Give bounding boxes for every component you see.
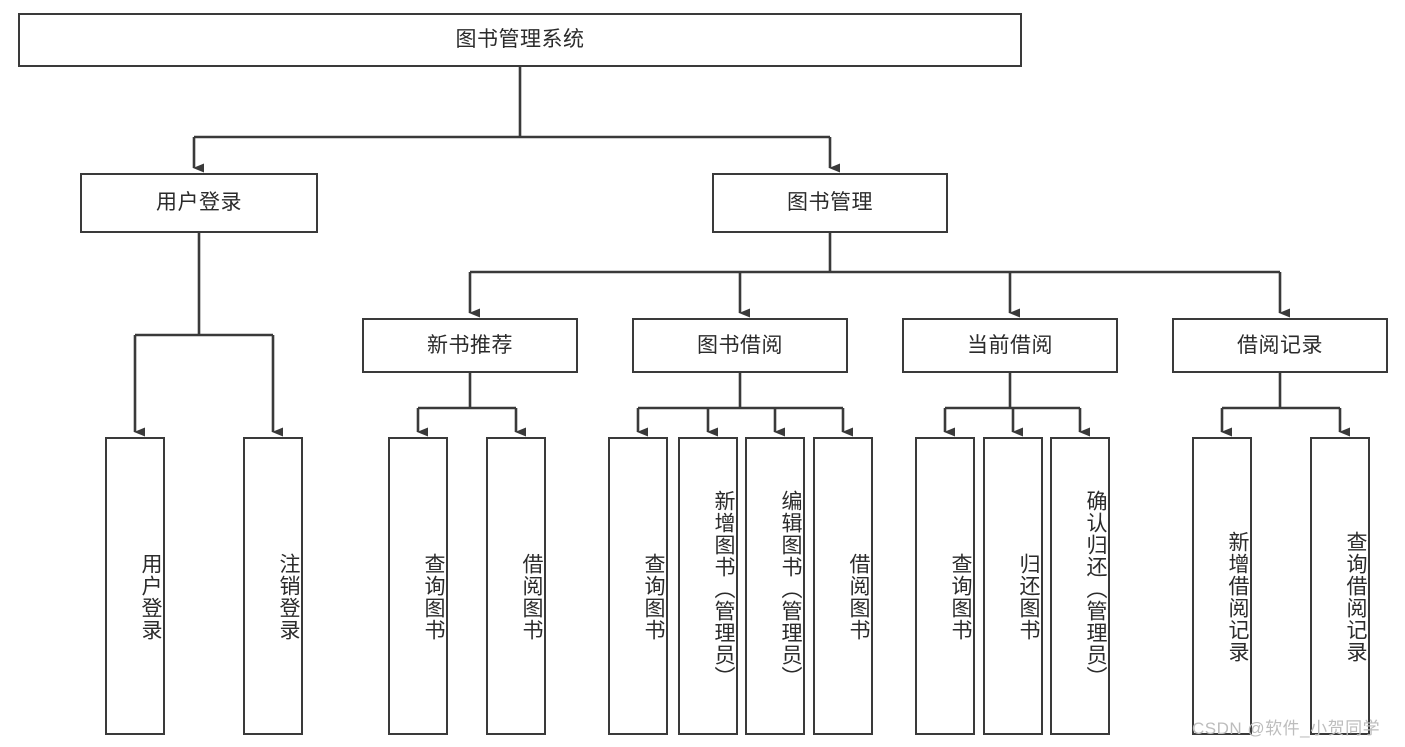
node-leaf-logout[interactable]: 注销登录	[243, 437, 303, 735]
node-level3-borrow-record[interactable]: 借阅记录	[1172, 318, 1388, 373]
node-level3-new-book-recommend[interactable]: 新书推荐	[362, 318, 578, 373]
node-leaf-query-book-borrow[interactable]: 查询图书	[608, 437, 668, 735]
node-level3-current-borrow[interactable]: 当前借阅	[902, 318, 1118, 373]
node-leaf-borrow-book-recommend[interactable]: 借阅图书	[486, 437, 546, 735]
node-level3-book-borrow[interactable]: 图书借阅	[632, 318, 848, 373]
csdn-watermark: CSDN @软件_小贺同学	[1192, 719, 1381, 738]
node-leaf-return-book[interactable]: 归还图书	[983, 437, 1043, 735]
node-leaf-add-borrow-record[interactable]: 新增借阅记录	[1192, 437, 1252, 735]
node-level2-book-management[interactable]: 图书管理	[712, 173, 948, 233]
node-root[interactable]: 图书管理系统	[18, 13, 1022, 67]
node-leaf-confirm-return-admin[interactable]: 确认归还（管理员）	[1050, 437, 1110, 735]
node-leaf-query-borrow-record[interactable]: 查询借阅记录	[1310, 437, 1370, 735]
node-leaf-query-book-current[interactable]: 查询图书	[915, 437, 975, 735]
node-leaf-add-book-admin[interactable]: 新增图书（管理员）	[678, 437, 738, 735]
node-level2-user-login[interactable]: 用户登录	[80, 173, 318, 233]
node-leaf-edit-book-admin[interactable]: 编辑图书（管理员）	[745, 437, 805, 735]
node-leaf-borrow-book[interactable]: 借阅图书	[813, 437, 873, 735]
node-leaf-user-login[interactable]: 用户登录	[105, 437, 165, 735]
node-leaf-query-book-recommend[interactable]: 查询图书	[388, 437, 448, 735]
